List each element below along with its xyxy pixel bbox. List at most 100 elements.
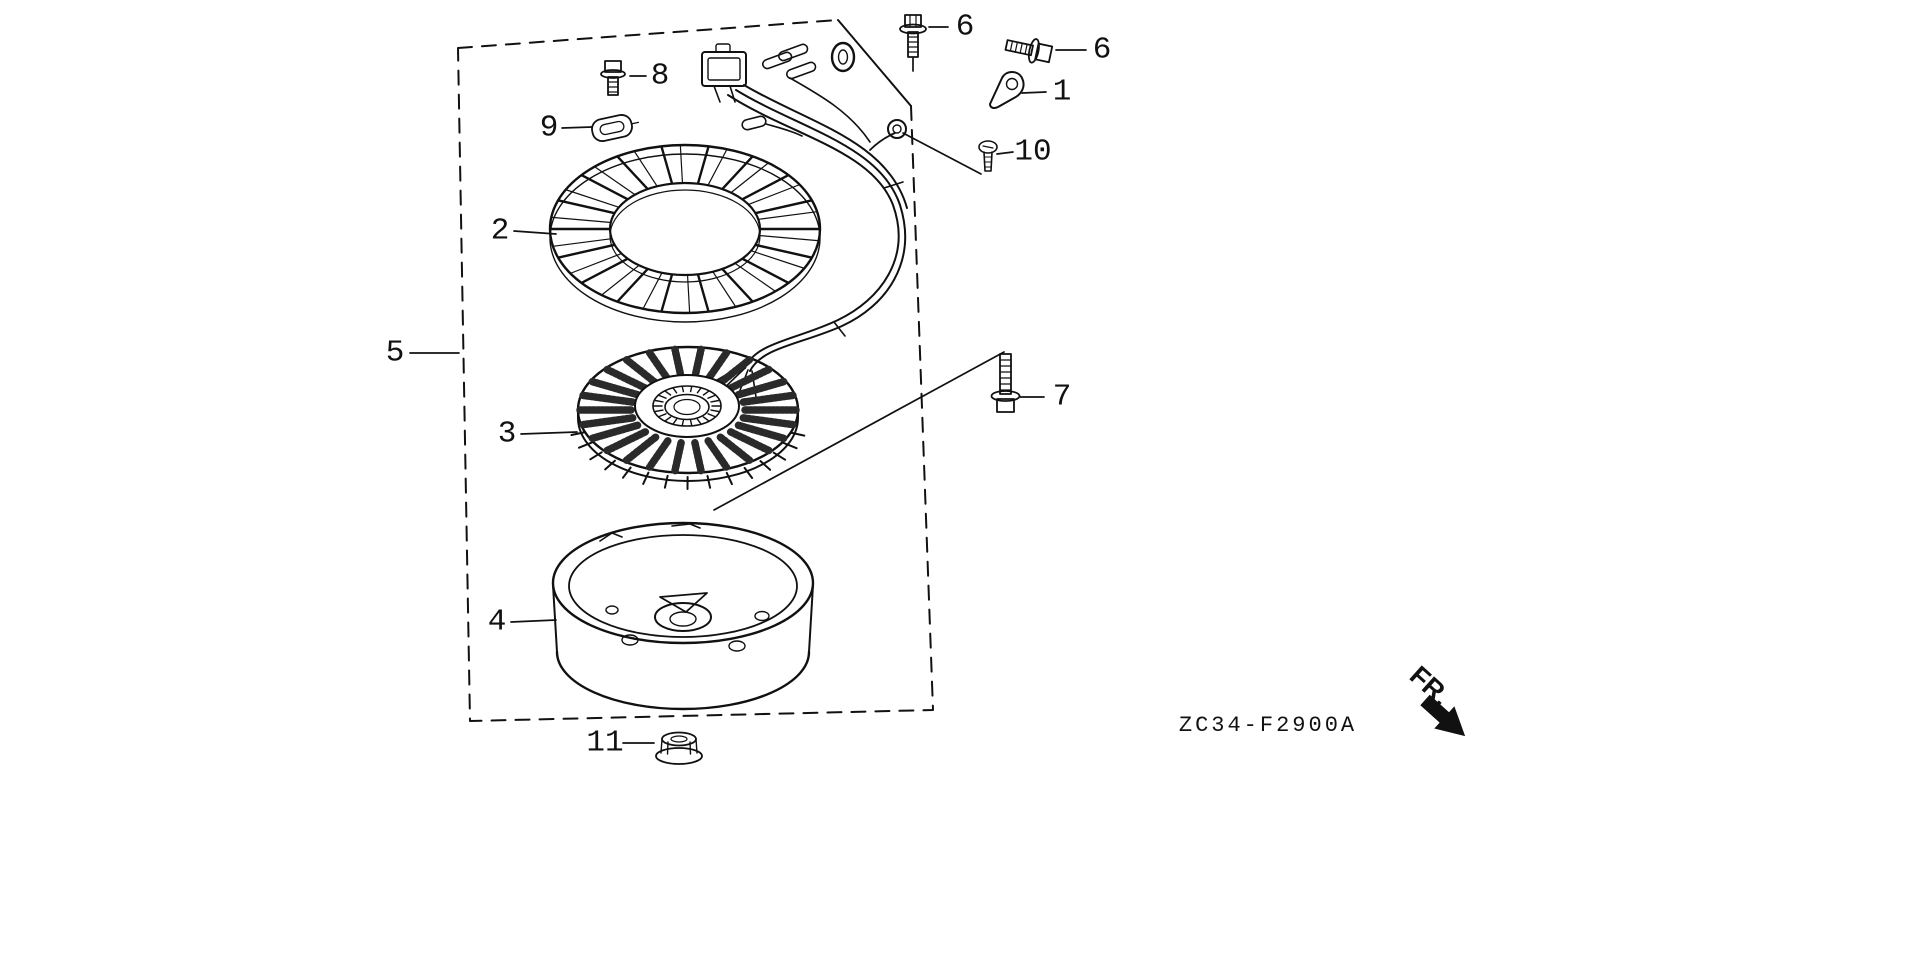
callout-8: 8 [651,59,670,94]
callout-6b: 6 [1093,33,1112,68]
wire-strand [743,84,908,209]
callout-10: 10 [1014,135,1051,170]
bolt-head [1034,42,1054,64]
flange-bolt-8 [600,60,626,96]
ring-terminal-hole [892,124,902,134]
callout-9: 9 [540,111,559,146]
screw-slot [982,145,994,149]
fan-outer-rim-lower [549,153,821,323]
generator-stator [570,345,806,490]
bolt-shank [607,76,619,96]
nut-top [661,731,697,747]
stator-coil-tabs [570,431,806,490]
clip-body [591,114,633,142]
bolt-shank [1004,39,1034,57]
stator-coils [576,345,800,475]
leader-part10 [996,151,1014,155]
assembly-boundary-corner-line [837,19,912,107]
bolt-threads [999,359,1012,391]
wire-strand [765,123,803,137]
wire-strand [727,94,900,369]
flange-bolt-6b [1004,38,1054,64]
flywheel-rim-inner [568,534,798,638]
harness-clamp [989,71,1025,109]
connector-wires [713,85,736,103]
bolt-threads [907,36,919,53]
fan-fins [549,145,821,313]
fan-inner-ring [608,181,762,277]
flywheel-hole [754,610,770,622]
fan-fins-lines [551,145,819,313]
flywheel-rim-notches [599,523,701,542]
connector-cavity [707,57,741,81]
flywheel-hub-hole [669,611,697,627]
flywheel-keyway-mark [659,592,708,613]
leader-part10-mount [902,132,982,175]
assembly-boundary [457,19,934,722]
connector-latch [715,43,731,53]
stator-tabs-lines [570,431,806,490]
harness-grommet-hole [837,49,849,65]
diagram-code: ZC34-F2900A [1179,713,1357,738]
screw-10 [978,140,998,172]
front-direction-arrow-icon [1420,694,1466,737]
flange-bolt-7 [990,353,1021,413]
callout-3: 3 [498,417,517,452]
callout-1: 1 [1053,75,1072,110]
screw-head [978,140,998,154]
nut-hole [670,735,688,743]
bolt-flange [1027,38,1040,64]
leader-part7-mount [713,351,1005,511]
clamp-body [989,71,1025,109]
flywheel-wall-right [808,584,814,653]
callouts: 8 9 2 5 3 4 6 6 1 10 7 11 [386,10,1112,761]
callout-6a: 6 [956,10,975,45]
callout-7: 7 [1053,380,1072,415]
front-direction-indicator: FR. [1404,660,1466,737]
flywheel-hole [605,605,619,615]
bullet-terminal [786,61,817,80]
bullet-terminal [741,115,767,131]
tape-bands [833,181,904,337]
assembly-boundary-dashed-edge [457,19,934,722]
stator-hub [634,374,740,438]
bullet-terminal [762,51,793,70]
hub-ribs-lines [653,386,721,426]
wire-strand [735,89,906,372]
flange-nut-11 [655,731,703,765]
fan-fins-lines [549,146,821,312]
ring-terminal [887,119,907,139]
clip-slot [599,120,625,136]
leader-part3 [520,431,578,435]
bolt-shank [907,31,919,58]
clamp-hole [1005,77,1019,91]
wire-clip-9 [591,114,640,142]
flywheel-hole [621,634,639,646]
bolt-head [996,398,1015,413]
stator-center-spline [673,398,701,416]
leader-lines [409,26,1087,744]
stator-hub-ribs [653,386,721,426]
bolt-flange [600,69,626,79]
leader-part9 [561,126,593,129]
wire-loom [699,77,908,399]
flywheel-bottom [555,650,811,711]
stator-hub-ring [652,385,722,427]
stator-center-hole [664,393,710,421]
flywheel-wall-left [552,584,558,653]
callout-4: 4 [488,605,507,640]
callout-2: 2 [491,214,510,249]
flywheel [551,521,815,711]
callout-5: 5 [386,336,405,371]
bullet-terminals [741,43,817,131]
bullet-terminal [778,43,809,62]
flange-bolt-6a [899,14,927,58]
nut-flange [655,747,703,765]
bolt-shank [999,353,1012,395]
flywheel-hub [654,602,712,632]
leader-part1 [1021,91,1047,94]
bolt-flange [990,390,1021,402]
nut-facets [660,738,698,755]
